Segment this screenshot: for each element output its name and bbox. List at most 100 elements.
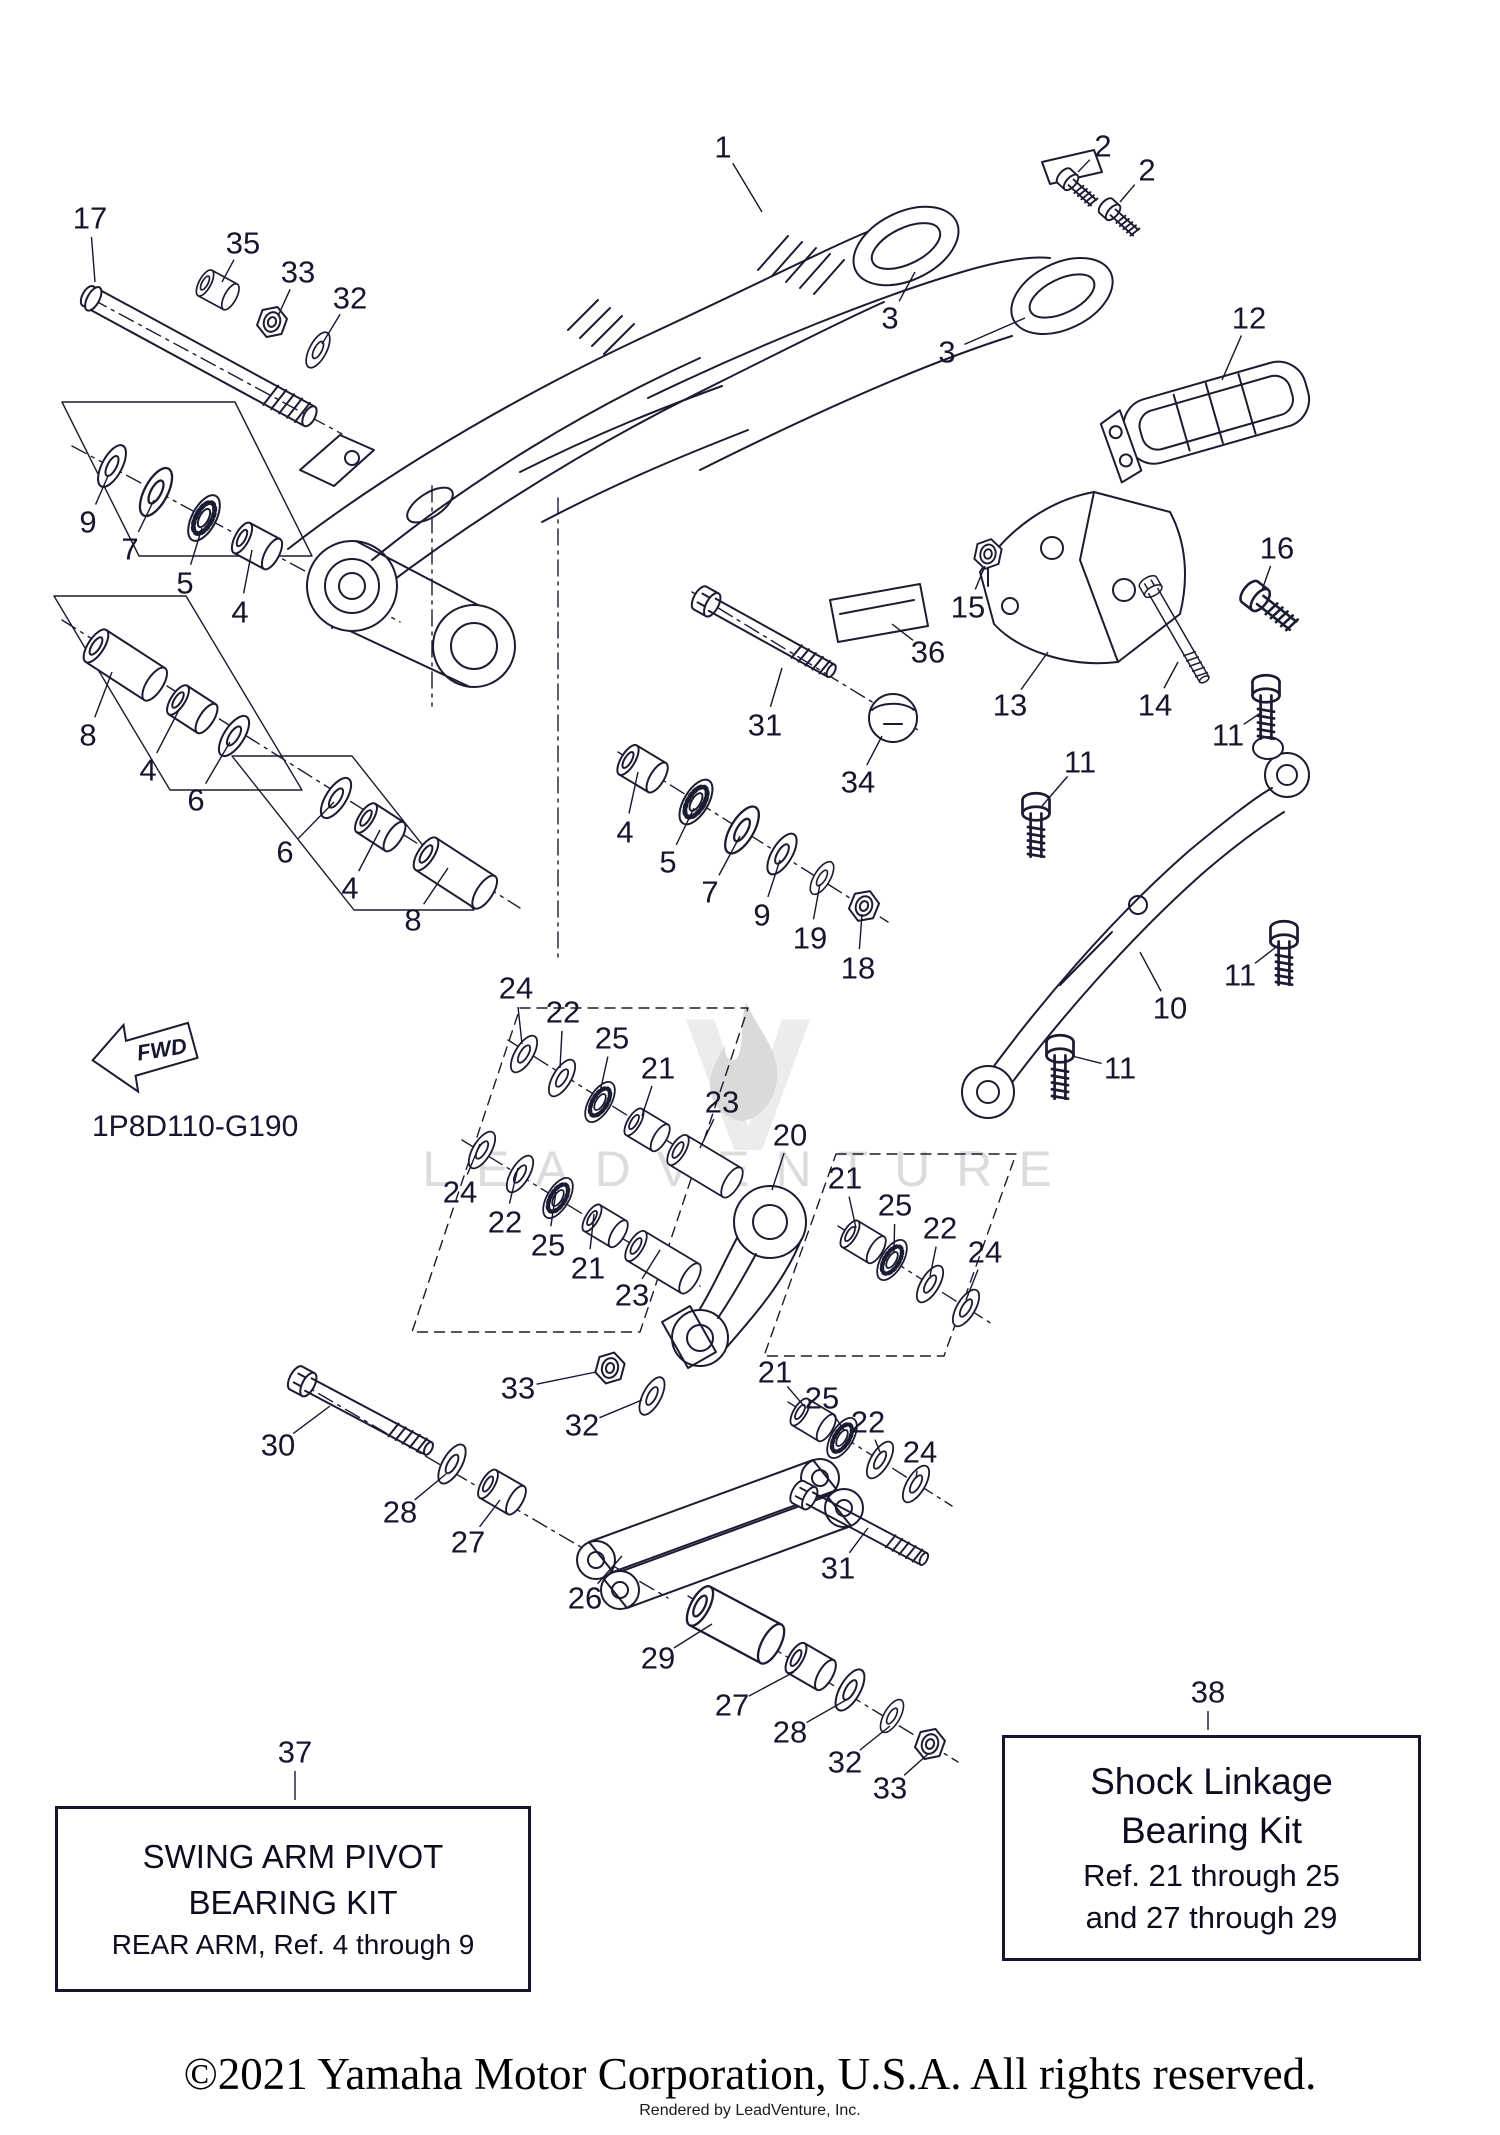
part-34-cap — [868, 693, 918, 743]
part-number-callout: 32 — [333, 281, 367, 316]
part-27-collar — [780, 1638, 842, 1695]
part-number-callout: 33 — [281, 255, 315, 290]
part-number-callout: 38 — [1191, 1675, 1225, 1710]
part-number-callout: 23 — [615, 1278, 649, 1313]
callout-leader-line — [964, 317, 1026, 346]
part-number-callout: 10 — [1153, 991, 1187, 1026]
callout-leader-line — [1254, 943, 1281, 964]
part-number-callout: 31 — [821, 1551, 855, 1586]
part-35-collar — [192, 266, 244, 314]
callout-leader-line — [767, 859, 781, 898]
callout-leader-line — [221, 259, 235, 283]
part-number-callout: 36 — [911, 635, 945, 670]
callout-leader-line — [806, 1699, 847, 1724]
callout-leader-line — [848, 1527, 869, 1554]
shock-linkage-kit-box: Shock Linkage Bearing Kit Ref. 21 throug… — [1002, 1735, 1421, 1961]
part-number-callout: 6 — [276, 835, 293, 870]
part-number-callout: 13 — [993, 688, 1027, 723]
part-number-callout: 6 — [187, 783, 204, 818]
part-32-washer — [875, 1695, 909, 1737]
part-number-callout: 25 — [595, 1021, 629, 1056]
callout-leader-line — [90, 236, 96, 283]
part-4-collar — [226, 518, 288, 574]
part-number-callout: 14 — [1138, 688, 1172, 723]
part-number-callout: 11 — [1224, 958, 1256, 993]
part-number-callout: 3 — [938, 335, 955, 370]
part-number-callout: 19 — [793, 921, 827, 956]
part-number-callout: 16 — [1260, 531, 1294, 566]
callout-leader-line — [699, 1118, 715, 1149]
callout-leader-line — [929, 1246, 937, 1277]
part-number-callout: 21 — [828, 1161, 862, 1196]
part-number-callout: 24 — [903, 1435, 937, 1470]
callout-leader-line — [478, 1499, 501, 1528]
callout-leader-line — [137, 499, 155, 533]
part-number-callout: 33 — [873, 1771, 907, 1806]
part-33-nut — [253, 301, 291, 343]
kit-box-line: Bearing Kit — [1121, 1809, 1302, 1851]
part-number-callout: 27 — [451, 1525, 485, 1560]
part-number-callout: 18 — [841, 951, 875, 986]
kit-dashed-boxes — [411, 1007, 1017, 1357]
part-number-callout: 21 — [758, 1355, 792, 1390]
group-outline-boxes — [53, 401, 475, 911]
part-number-callout: 5 — [659, 845, 676, 880]
callout-leader-line — [292, 1405, 331, 1435]
part-7-oil-seal — [717, 800, 767, 860]
part-number-callout: 32 — [565, 1408, 599, 1443]
part-8-bush — [77, 624, 173, 706]
callout-leader-line — [866, 735, 883, 766]
part-28-washer — [828, 1664, 872, 1716]
callout-leader-line — [641, 1249, 661, 1280]
part-4-collar — [612, 740, 673, 797]
part-number-callout: 37 — [278, 1735, 312, 1770]
part-number-callout: 24 — [499, 971, 533, 1006]
callout-leader-line — [628, 771, 639, 814]
part-number-callout: 25 — [878, 1188, 912, 1223]
part-number-callout: 7 — [701, 875, 718, 910]
callout-leader-line — [205, 741, 231, 784]
part-number-callout: 29 — [641, 1641, 675, 1676]
part-2-bolt — [1095, 194, 1143, 241]
part-26-connecting-rod — [576, 1458, 864, 1610]
part-29-collar — [680, 1581, 791, 1669]
part-number-callout: 25 — [531, 1228, 565, 1263]
part-number-callout: 11 — [1212, 718, 1244, 753]
part-5-bearing — [182, 490, 227, 545]
callout-leader-line — [673, 1623, 713, 1649]
part-22-washer — [860, 1436, 900, 1484]
callout-leader-line — [915, 1470, 918, 1479]
part-number-callout: 20 — [773, 1118, 807, 1153]
part-33-nut — [911, 1723, 949, 1765]
part-20-relay-arm — [661, 1185, 807, 1369]
part-32-washer — [633, 1372, 671, 1420]
kit-box-line: BEARING KIT — [188, 1883, 398, 1921]
part-number-callout: 30 — [261, 1428, 295, 1463]
part-24-washer — [504, 1030, 544, 1078]
part-11-bolt — [1269, 919, 1299, 987]
part-number-callout: 35 — [226, 226, 260, 261]
callout-leader-line — [297, 801, 335, 839]
callout-leader-line — [898, 271, 916, 302]
kit-box-line: and 27 through 29 — [1085, 1899, 1338, 1935]
kit-box-line: REAR ARM, Ref. 4 through 9 — [111, 1928, 475, 1960]
part-19-washer — [804, 857, 840, 899]
callout-leader-line — [1243, 711, 1263, 725]
callout-leader-line — [550, 1191, 557, 1227]
diagram-code: 1P8D110-G190 — [92, 1110, 298, 1143]
callout-leader-line — [536, 1371, 597, 1385]
copyright-notice: ©2021 Yamaha Motor Corporation, U.S.A. A… — [183, 2049, 1317, 2099]
callout-leader-line — [423, 867, 449, 905]
callout-leader-line — [94, 475, 109, 505]
callout-leader-line — [874, 1439, 881, 1453]
flame-icon — [709, 1002, 778, 1121]
part-9-washer — [760, 828, 804, 880]
part-number-callout: 8 — [79, 718, 96, 753]
callout-leader-line — [891, 623, 914, 641]
part-number-callout: 7 — [121, 532, 138, 567]
part-number-callout: 25 — [805, 1381, 839, 1416]
callout-leader-line — [1221, 335, 1243, 381]
callout-leader-line — [748, 1671, 795, 1697]
